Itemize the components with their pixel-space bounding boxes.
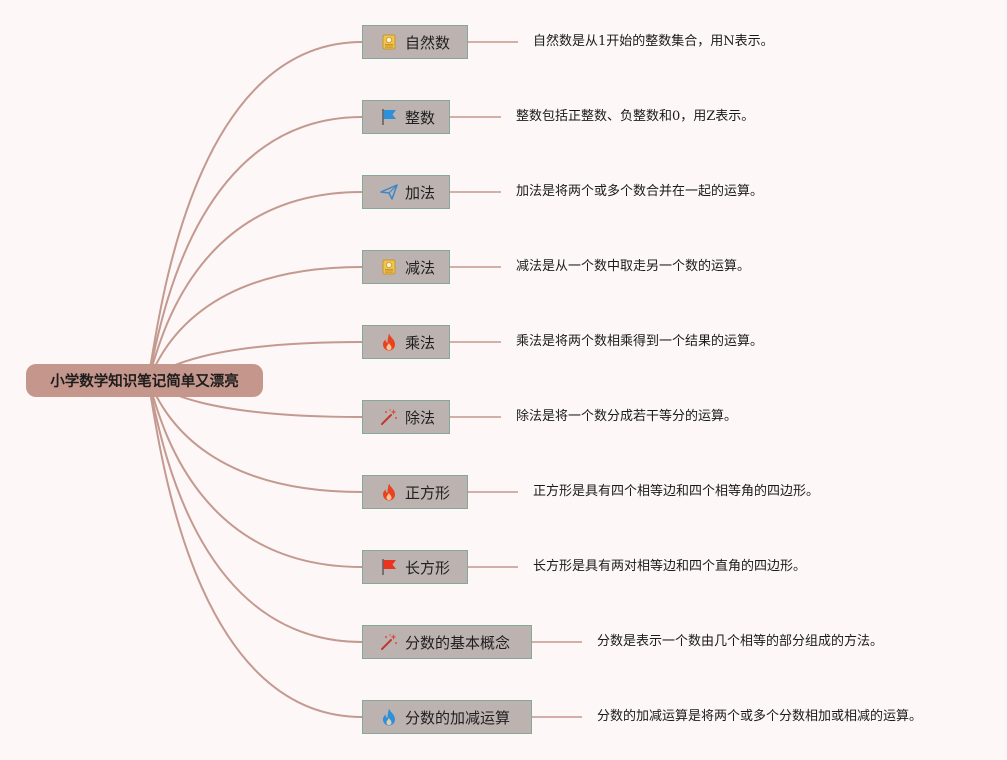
branch-label: 自然数 [405, 33, 451, 52]
flag-icon [379, 557, 399, 577]
branch-natural-numbers[interactable]: 自然数 [362, 25, 468, 59]
fire-icon [379, 332, 399, 352]
branch-label: 减法 [405, 258, 436, 277]
branch-connector [147, 41, 363, 381]
branch-rectangle[interactable]: 长方形 [362, 550, 468, 584]
branch-label: 正方形 [405, 483, 451, 502]
fire-icon [379, 707, 399, 727]
branch-description: 乘法是将两个数相乘得到一个结果的运算。 [516, 334, 764, 349]
branch-description: 减法是从一个数中取走另一个数的运算。 [516, 259, 751, 274]
branch-description: 整数包括正整数、负整数和0，用Z表示。 [516, 109, 755, 124]
branch-integers[interactable]: 整数 [362, 100, 450, 134]
paper-plane-icon [379, 182, 399, 202]
branch-label: 分数的加减运算 [405, 708, 511, 727]
branch-connector [147, 191, 363, 381]
branch-description: 自然数是从1开始的整数集合，用N表示。 [533, 34, 774, 49]
flag-icon [379, 107, 399, 127]
branch-connector [147, 379, 363, 643]
branch-description: 分数是表示一个数由几个相等的部分组成的方法。 [597, 634, 884, 649]
branch-label: 分数的基本概念 [405, 633, 511, 652]
branch-label: 乘法 [405, 333, 436, 352]
magic-wand-icon [379, 407, 399, 427]
branch-description: 分数的加减运算是将两个或多个分数相加或相减的运算。 [597, 709, 923, 724]
branch-label: 除法 [405, 408, 436, 427]
branch-multiplication[interactable]: 乘法 [362, 325, 450, 359]
branch-description: 长方形是具有两对相等边和四个直角的四边形。 [533, 559, 807, 574]
branch-connector [147, 379, 363, 568]
branch-label: 长方形 [405, 558, 451, 577]
branch-subtraction[interactable]: 减法 [362, 250, 450, 284]
branch-division[interactable]: 除法 [362, 400, 450, 434]
fire-icon [379, 482, 399, 502]
branch-description: 正方形是具有四个相等边和四个相等角的四边形。 [533, 484, 820, 499]
medal-icon [379, 32, 399, 52]
branch-fraction-operations[interactable]: 分数的加减运算 [362, 700, 532, 734]
magic-wand-icon [379, 632, 399, 652]
branch-fraction-concept[interactable]: 分数的基本概念 [362, 625, 532, 659]
medal-icon [379, 257, 399, 277]
branch-connector [147, 116, 363, 381]
branch-square[interactable]: 正方形 [362, 475, 468, 509]
branch-addition[interactable]: 加法 [362, 175, 450, 209]
branch-description: 加法是将两个或多个数合并在一起的运算。 [516, 184, 764, 199]
branch-description: 除法是将一个数分成若干等分的运算。 [516, 409, 738, 424]
branch-label: 整数 [405, 108, 436, 127]
branch-connector [147, 379, 363, 718]
root-topic[interactable]: 小学数学知识笔记简单又漂亮 [26, 364, 263, 397]
branch-label: 加法 [405, 183, 436, 202]
